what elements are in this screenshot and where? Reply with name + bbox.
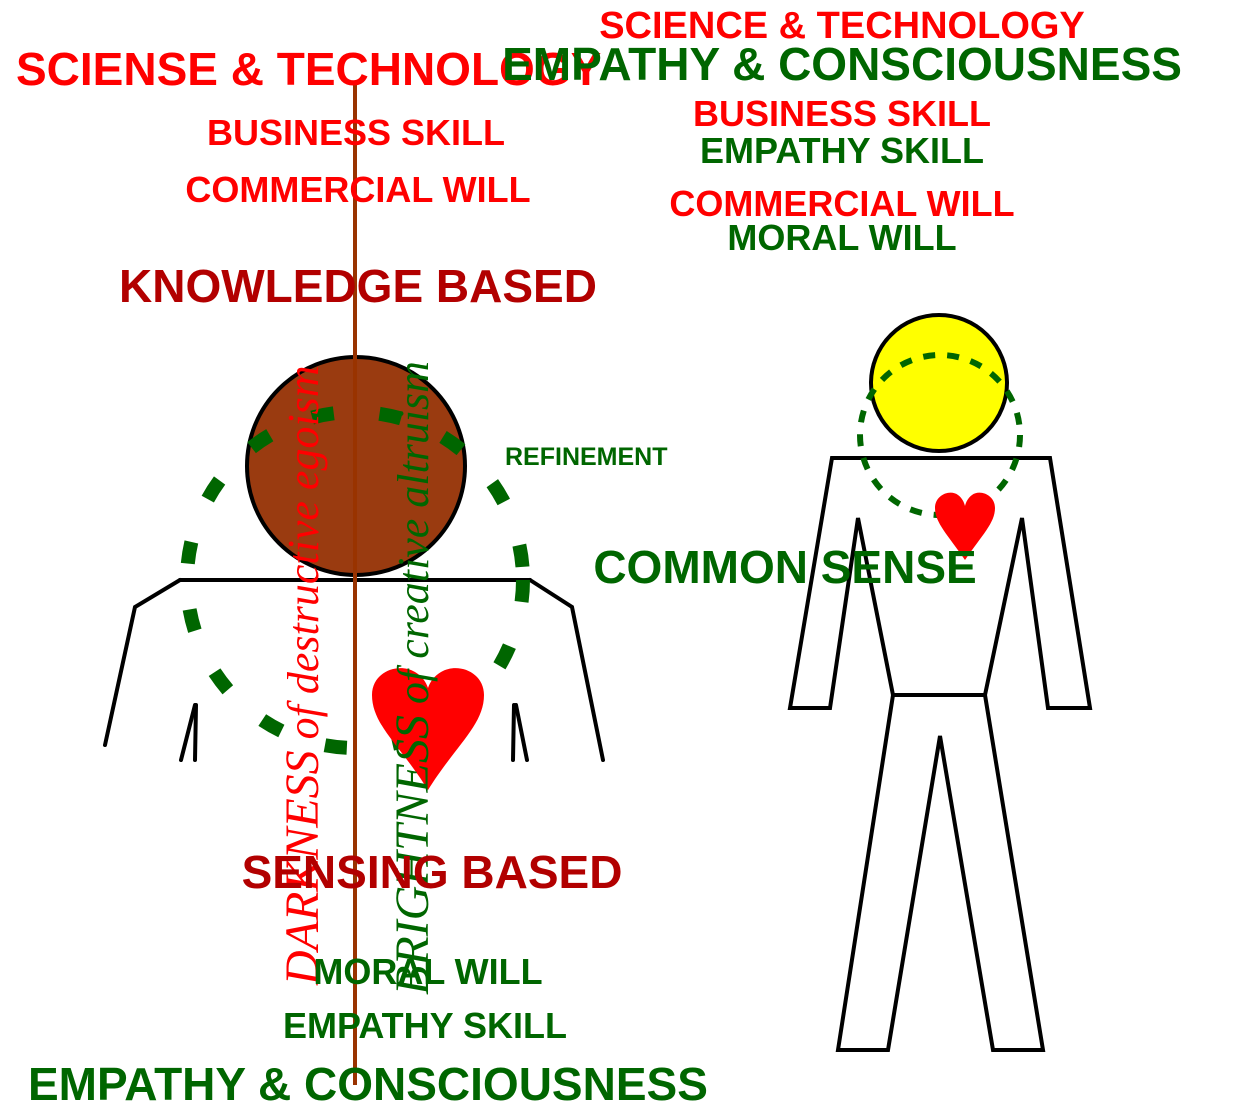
right-business-skill: BUSINESS SKILL xyxy=(693,93,991,134)
right-empathy-skill: EMPATHY SKILL xyxy=(700,130,984,171)
common-sense-label: COMMON SENSE xyxy=(593,541,976,593)
refinement-label: REFINEMENT xyxy=(505,443,668,471)
left-business-skill: BUSINESS SKILL xyxy=(207,112,505,153)
left-empathy-skill: EMPATHY SKILL xyxy=(283,1005,567,1046)
knowledge-based-label: KNOWLEDGE BASED xyxy=(119,260,597,312)
yellow-head-icon xyxy=(871,315,1007,451)
brightness-rest: of creative altruism xyxy=(389,361,438,715)
right-empathy-consciousness: EMPATHY & CONSCIOUSNESS xyxy=(502,38,1182,90)
brightness-label: BRIGHTNESS of creative altruism xyxy=(386,361,439,995)
left-moral-will: MORAL WILL xyxy=(313,951,542,992)
darkness-rest: of destructive egoism xyxy=(279,365,328,750)
left-bottom-title: EMPATHY & CONSCIOUSNESS xyxy=(28,1058,708,1110)
sensing-based-label: SENSING BASED xyxy=(242,846,623,898)
right-moral-will: MORAL WILL xyxy=(727,217,956,258)
left-commercial-will: COMMERCIAL WILL xyxy=(185,169,530,210)
